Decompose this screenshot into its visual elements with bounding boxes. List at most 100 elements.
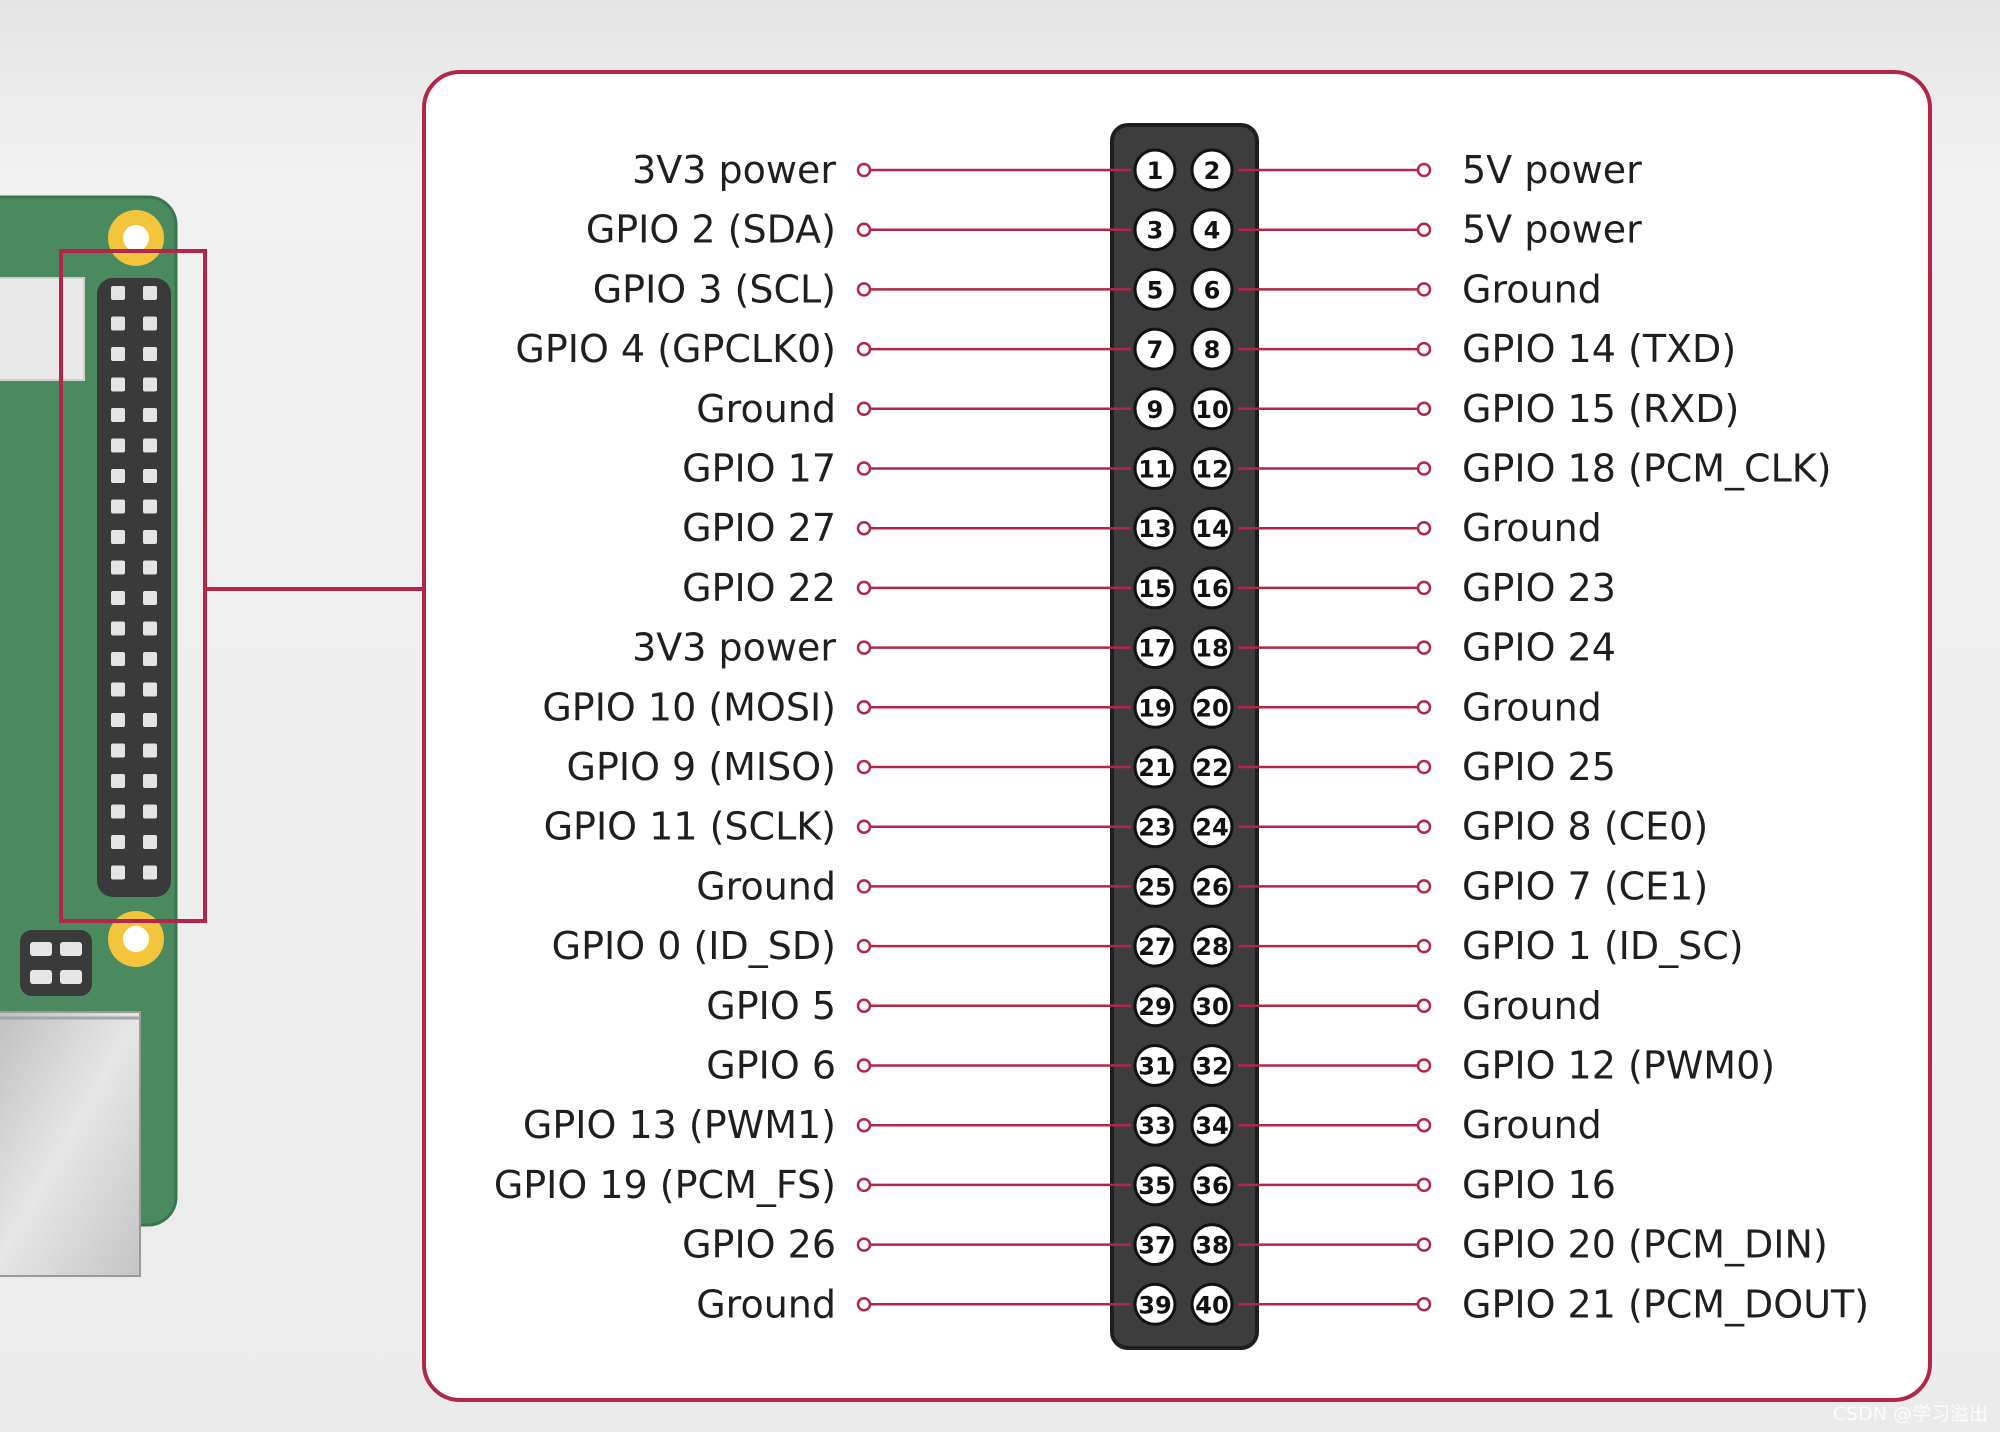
pin-circle: [1190, 208, 1234, 252]
jumper-pin: [60, 970, 82, 984]
pin-circle: [1190, 924, 1234, 968]
pin-terminal-dot: [856, 162, 872, 178]
pin-label-right: GPIO 21 (PCM_DOUT): [1462, 1282, 1869, 1326]
pin-circle: [1133, 327, 1177, 371]
pin-number: 3: [1147, 217, 1164, 245]
pin-label-right: GPIO 14 (TXD): [1462, 327, 1736, 371]
pin-number: 18: [1195, 635, 1228, 663]
board-pin-dot: [111, 835, 125, 849]
pin-terminal-dot: [856, 1117, 872, 1133]
pin-number: 31: [1138, 1053, 1171, 1081]
pin-terminal-dot: [856, 580, 872, 596]
pin-circle: [1190, 1044, 1234, 1087]
pin-label-right: 5V power: [1462, 148, 1642, 192]
pin-circle: [1190, 745, 1234, 789]
raspberry-pi-board: [0, 195, 207, 1277]
pin-circle: [1190, 626, 1234, 670]
board-pin-dot: [111, 530, 125, 544]
pin-circle: [1133, 984, 1177, 1028]
pin-terminal-dot: [1416, 282, 1432, 297]
pin-label-left: GPIO 3 (SCL): [593, 267, 836, 311]
pin-number: 6: [1204, 276, 1221, 304]
pin-label-left: GPIO 2 (SDA): [586, 208, 836, 252]
board-pin-dot: [143, 286, 157, 300]
board-pin-dot: [143, 804, 157, 819]
pin-number: 17: [1138, 635, 1171, 663]
pin-circle: [1190, 327, 1234, 371]
pin-terminal-dot: [856, 1297, 872, 1312]
pin-label-right: Ground: [1462, 685, 1602, 729]
pin-circle: [1190, 1223, 1234, 1267]
pin-number: 15: [1138, 575, 1171, 603]
pin-circle: [1133, 805, 1177, 849]
pin-number: 5: [1147, 276, 1164, 304]
pin-label-right: GPIO 16: [1462, 1163, 1616, 1207]
pin-number: 37: [1138, 1232, 1171, 1260]
gpio-header-strip: [97, 278, 171, 897]
board-pin-dot: [111, 804, 125, 819]
pin-number: 2: [1204, 157, 1221, 185]
board-pin-dot: [143, 560, 157, 575]
pin-terminal-dot: [856, 759, 872, 775]
jumper-pin: [30, 970, 52, 984]
board-pin-dot: [143, 530, 157, 544]
board-component: [0, 277, 85, 381]
pin-circle: [1190, 984, 1234, 1028]
pin-number: 29: [1138, 993, 1171, 1021]
pin-number: 25: [1138, 873, 1171, 901]
pin-circle: [1133, 1282, 1177, 1326]
board-pin-dot: [111, 652, 125, 666]
pin-number: 8: [1204, 336, 1221, 364]
pin-number: 32: [1195, 1053, 1228, 1081]
pin-label-left: GPIO 11 (SCLK): [544, 805, 836, 849]
pin-circle: [1190, 864, 1234, 908]
board-pin-dot: [143, 713, 157, 727]
pin-circle: [1190, 267, 1234, 311]
pin-terminal-dot: [1416, 759, 1432, 775]
pin-circle: [1190, 1282, 1234, 1326]
pin-circle: [1133, 1044, 1177, 1087]
board-pin-dot: [111, 591, 125, 605]
pin-circle: [1190, 566, 1234, 610]
pin-number: 7: [1147, 336, 1164, 364]
pin-terminal-dot: [856, 819, 872, 834]
pin-circle: [1190, 1103, 1234, 1147]
pin-label-left: GPIO 10 (MOSI): [542, 685, 836, 729]
pin-terminal-dot: [1416, 879, 1432, 894]
board-pin-dot: [111, 682, 125, 697]
board-pin-dot: [143, 438, 157, 453]
pin-label-right: Ground: [1462, 506, 1602, 550]
pin-terminal-dot: [1416, 1177, 1432, 1193]
pin-terminal-dot: [1416, 520, 1432, 536]
pin-label-left: GPIO 17: [682, 447, 836, 491]
pin-terminal-dot: [856, 700, 872, 715]
pin-number: 11: [1138, 456, 1171, 484]
pin-number: 38: [1195, 1232, 1228, 1260]
pin-label-left: 3V3 power: [632, 148, 836, 192]
pin-label-right: 5V power: [1462, 208, 1642, 252]
pin-terminal-dot: [856, 1177, 872, 1193]
pin-number: 27: [1138, 933, 1171, 961]
pin-number: 21: [1138, 754, 1171, 782]
pin-label-right: GPIO 15 (RXD): [1462, 387, 1739, 431]
pin-circle: [1133, 864, 1177, 908]
usb-port: [0, 1011, 141, 1277]
pin-terminal-dot: [1416, 341, 1432, 357]
pin-number: 14: [1195, 515, 1228, 543]
pin-circle: [1133, 745, 1177, 789]
pin-terminal-dot: [1416, 998, 1432, 1014]
pin-circle: [1133, 1163, 1177, 1207]
pin-label-right: GPIO 12 (PWM0): [1462, 1044, 1775, 1088]
board-pin-dot: [111, 499, 125, 514]
pin-terminal-dot: [856, 341, 872, 357]
pin-terminal-dot: [1416, 700, 1432, 715]
